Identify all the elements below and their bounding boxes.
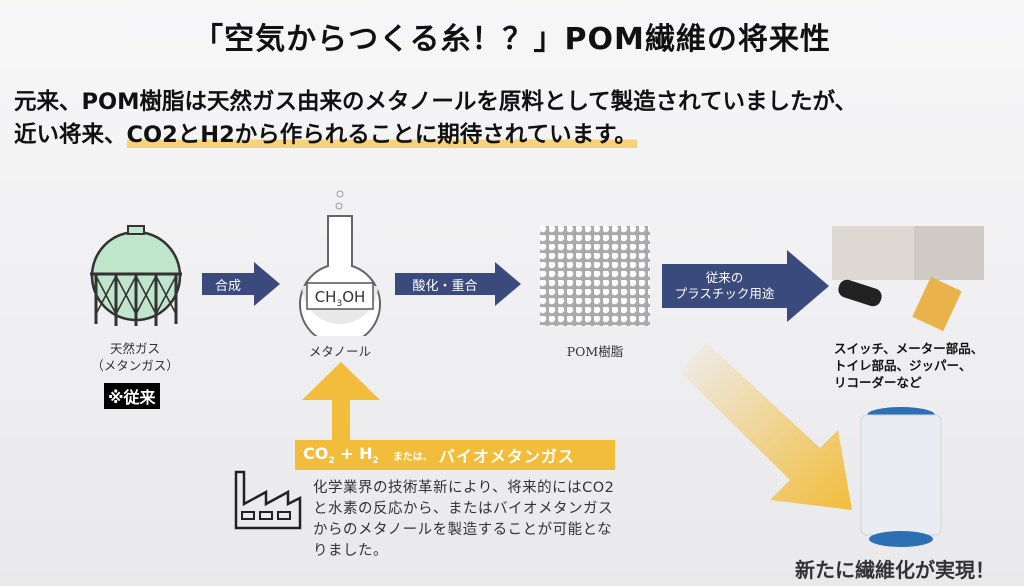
subtitle-prefix: 近い将来、 [14,122,127,148]
pom-pellets-image [540,226,650,326]
innovation-text: 化学業界の技術革新により、将来的にはCO2と水素の反応から、またはバイオメタンガ… [313,480,615,559]
recorder-image [836,277,884,309]
gas-tank-icon [90,225,182,326]
methanol-label: メタノール [308,344,372,359]
arrow-synthesis: 合成 [202,262,280,306]
zipper-image [912,276,962,332]
gas-label: 天然ガス（メタンガス） [91,341,179,373]
page-title: 「空気からつくる糸！？」POM繊維の将来性 [193,22,831,57]
formula: CH3OH [315,288,366,309]
conventional-badge: ※従来 [104,383,160,409]
subtitle-line-2: 近い将来、CO2とH2から作られることに期待されています。 [14,117,637,149]
arrow-conventional-use: 従来のプラスチック用途 [662,250,829,322]
factory-icon [234,470,302,530]
pom-label: POM樹脂 [566,344,624,359]
flask-icon: CH3OH [299,190,381,336]
fiber-arrow [680,342,852,510]
arrow-polymerize: 酸化・重合 [395,262,521,306]
products-caption: スイッチ、メーター部品、トイレ部品、ジッパー、リコーダーなど [834,341,984,390]
fiber-caption: 新たに繊維化が実現！ [795,558,995,582]
meter-parts-image [914,226,984,280]
subtitle-line-1: 元来、POM樹脂は天然ガス由来のメタノールを原料として製造されていましたが、 [14,89,858,115]
switch-parts-image [832,226,914,280]
fiber-spool-image [860,407,942,547]
source-banner: CO2 + H2 または、 バイオメタンガス [295,440,615,470]
subtitle-highlight: CO2とH2から作られることに期待されています。 [126,122,637,148]
up-arrow [302,362,380,444]
